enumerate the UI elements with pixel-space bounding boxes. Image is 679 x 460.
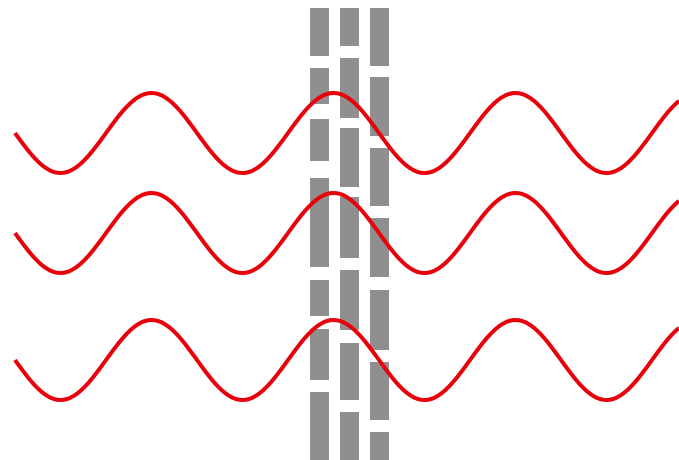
brick-block	[340, 412, 359, 460]
brick-block	[340, 343, 359, 400]
brick-block	[370, 148, 389, 206]
brick-block	[310, 392, 329, 460]
brick-block	[340, 58, 359, 118]
brick-block	[370, 290, 389, 350]
brick-block	[310, 178, 329, 267]
brick-block	[310, 329, 329, 380]
brick-block	[340, 128, 359, 187]
brick-block	[340, 8, 359, 46]
brick-block	[370, 432, 389, 460]
brick-block	[310, 280, 329, 316]
brick-block	[310, 119, 329, 161]
brick-block	[310, 8, 329, 56]
brick-block	[370, 8, 389, 66]
